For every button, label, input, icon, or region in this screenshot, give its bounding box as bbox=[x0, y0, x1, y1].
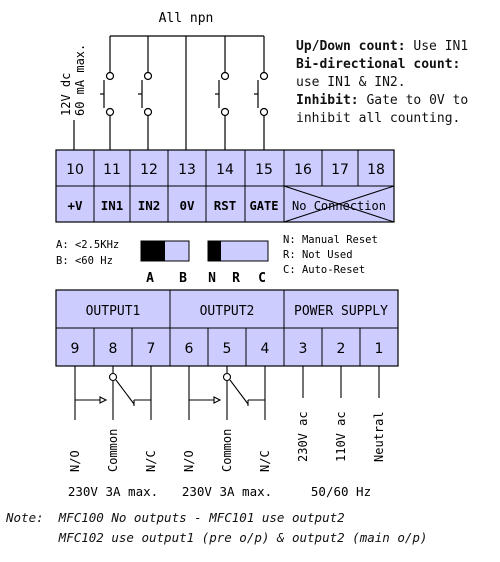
terminal-label-plus-v: +V bbox=[67, 198, 83, 213]
reset-legend-n: N: Manual Reset bbox=[283, 234, 378, 246]
switch-label-a: A bbox=[146, 271, 154, 286]
wire-label-5: Common bbox=[220, 429, 234, 472]
output1-header: OUTPUT1 bbox=[86, 304, 141, 319]
reset-legend-c: C: Auto-Reset bbox=[283, 264, 365, 276]
terminal-label-gate: GATE bbox=[250, 199, 279, 213]
terminal-5: 5 bbox=[223, 341, 232, 357]
terminal-label-in2: IN2 bbox=[138, 198, 161, 213]
terminal-14: 14 bbox=[216, 162, 234, 178]
footnote-line-1: Note: MFC100 No outputs - MFC101 use out… bbox=[6, 510, 345, 525]
freq-legend-a: A: <2.5KHz bbox=[56, 239, 119, 251]
terminal-18: 18 bbox=[367, 162, 385, 178]
terminal-13: 13 bbox=[178, 162, 196, 178]
output1-rating: 230V 3A max. bbox=[68, 484, 158, 499]
wire-label-1: Neutral bbox=[372, 411, 386, 462]
supply-current-label: 60 mA max. bbox=[73, 44, 87, 116]
count-notes: Up/Down count: Use IN1 Bi-directional co… bbox=[296, 38, 500, 128]
terminal-label-in1: IN1 bbox=[101, 198, 124, 213]
note-line-5: inhibit all counting. bbox=[296, 111, 461, 126]
no-connection-label: No Connection bbox=[292, 199, 386, 213]
terminal-9: 9 bbox=[71, 341, 80, 357]
switch-label-r: R bbox=[232, 271, 240, 286]
terminal-12: 12 bbox=[140, 162, 158, 178]
terminal-label-0v: 0V bbox=[179, 198, 195, 213]
terminal-label-rst: RST bbox=[214, 198, 237, 213]
note-line-3: use IN1 & IN2. bbox=[296, 75, 406, 90]
wire-label-3: 230V ac bbox=[296, 411, 310, 462]
note-line-2: Bi-directional count: bbox=[296, 57, 461, 72]
note-line-1: Up/Down count: Use IN1 bbox=[296, 39, 469, 54]
model-footnote: Note: MFC100 No outputs - MFC101 use out… bbox=[6, 508, 500, 548]
note-line-4: Inhibit: Gate to 0V to bbox=[296, 93, 469, 108]
wire-label-4: N/C bbox=[258, 450, 272, 472]
output-terminal-block: OUTPUT1 OUTPUT2 POWER SUPPLY 9 8 7 6 5 4… bbox=[55, 289, 399, 367]
terminal-10: 10 bbox=[66, 162, 84, 178]
switch-label-c: C bbox=[258, 271, 266, 286]
wire-label-7: N/C bbox=[144, 450, 158, 472]
reset-mode-switch[interactable] bbox=[207, 240, 269, 262]
frequency-switch[interactable] bbox=[140, 240, 190, 262]
output2-rating: 230V 3A max. bbox=[182, 484, 272, 499]
terminal-4: 4 bbox=[261, 341, 270, 357]
wire-label-6: N/O bbox=[182, 450, 196, 472]
power-supply-header: POWER SUPPLY bbox=[294, 304, 388, 319]
switch-label-b: B bbox=[179, 271, 187, 286]
wire-label-2: 110V ac bbox=[334, 411, 348, 462]
all-npn-label: All npn bbox=[159, 11, 214, 26]
terminal-16: 16 bbox=[294, 162, 312, 178]
relay-wiring bbox=[74, 366, 380, 420]
terminal-7: 7 bbox=[147, 341, 156, 357]
reset-legend-r: R: Not Used bbox=[283, 249, 353, 261]
output2-header: OUTPUT2 bbox=[200, 304, 255, 319]
terminal-2: 2 bbox=[337, 341, 346, 357]
input-wiring bbox=[73, 35, 269, 150]
wire-label-9: N/O bbox=[68, 450, 82, 472]
switch-label-n: N bbox=[208, 271, 216, 286]
terminal-6: 6 bbox=[185, 341, 194, 357]
supply-voltage-label: 12V dc bbox=[59, 73, 73, 116]
terminal-15: 15 bbox=[255, 162, 273, 178]
wire-label-8: Common bbox=[106, 429, 120, 472]
supply-rating: 50/60 Hz bbox=[311, 484, 371, 499]
input-terminal-block: 10 11 12 13 14 15 16 17 18 +V IN1 IN2 0V… bbox=[55, 149, 395, 223]
terminal-17: 17 bbox=[331, 162, 349, 178]
terminal-11: 11 bbox=[103, 162, 121, 178]
terminal-8: 8 bbox=[109, 341, 118, 357]
terminal-1: 1 bbox=[375, 341, 384, 357]
freq-legend-b: B: <60 Hz bbox=[56, 255, 113, 267]
footnote-line-2: MFC102 use output1 (pre o/p) & output2 (… bbox=[6, 530, 428, 545]
terminal-3: 3 bbox=[299, 341, 308, 357]
